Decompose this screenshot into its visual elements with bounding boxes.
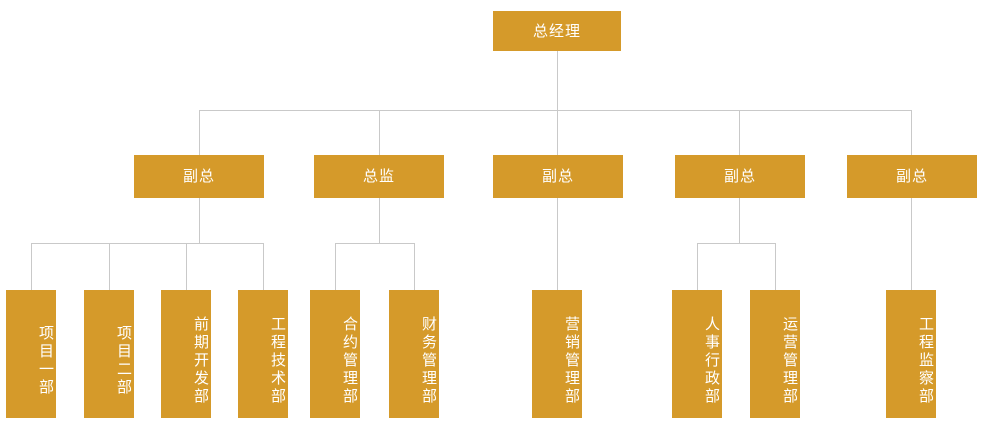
- connector-drop-dept2: [109, 243, 110, 290]
- node-vice-president-3[interactable]: 副总: [675, 155, 805, 198]
- connector-drop-dept6: [414, 243, 415, 290]
- node-hr-administration-dept[interactable]: 人事行政部: [672, 290, 722, 418]
- node-engineering-supervision-dept[interactable]: 工程监察部: [886, 290, 936, 418]
- node-general-manager[interactable]: 总经理: [493, 11, 621, 51]
- node-project-dept-2[interactable]: 项目二部: [84, 290, 134, 418]
- connector-drop-dept9: [775, 243, 776, 290]
- connector-stem-vp2: [557, 198, 558, 290]
- connector-drop-director: [379, 110, 380, 155]
- node-vice-president-1[interactable]: 副总: [134, 155, 264, 198]
- node-preliminary-development-dept[interactable]: 前期开发部: [161, 290, 211, 418]
- connector-drop-dept8: [697, 243, 698, 290]
- connector-stem-director: [379, 198, 380, 243]
- connector-drop-vp1: [199, 110, 200, 155]
- connector-stem-vp1: [199, 198, 200, 243]
- connector-drop-vp4: [911, 110, 912, 155]
- connector-drop-dept5: [335, 243, 336, 290]
- node-vice-president-2[interactable]: 副总: [493, 155, 623, 198]
- connector-stem-vp3: [739, 198, 740, 243]
- node-operations-management-dept[interactable]: 运营管理部: [750, 290, 800, 418]
- node-marketing-management-dept[interactable]: 营销管理部: [532, 290, 582, 418]
- connector-stem-vp4: [911, 198, 912, 290]
- connector-drop-dept4: [263, 243, 264, 290]
- node-contract-management-dept[interactable]: 合约管理部: [310, 290, 360, 418]
- node-engineering-technology-dept[interactable]: 工程技术部: [238, 290, 288, 418]
- node-project-dept-1[interactable]: 项目一部: [6, 290, 56, 418]
- connector-drop-vp2: [557, 110, 558, 155]
- connector-level2-bus: [199, 110, 912, 111]
- connector-drop-vp3: [739, 110, 740, 155]
- node-director[interactable]: 总监: [314, 155, 444, 198]
- connector-bus-director: [335, 243, 415, 244]
- connector-bus-vp1: [31, 243, 264, 244]
- node-finance-management-dept[interactable]: 财务管理部: [389, 290, 439, 418]
- connector-root-stem: [557, 51, 558, 110]
- connector-bus-vp3: [697, 243, 776, 244]
- connector-drop-dept1: [31, 243, 32, 290]
- node-vice-president-4[interactable]: 副总: [847, 155, 977, 198]
- connector-drop-dept3: [186, 243, 187, 290]
